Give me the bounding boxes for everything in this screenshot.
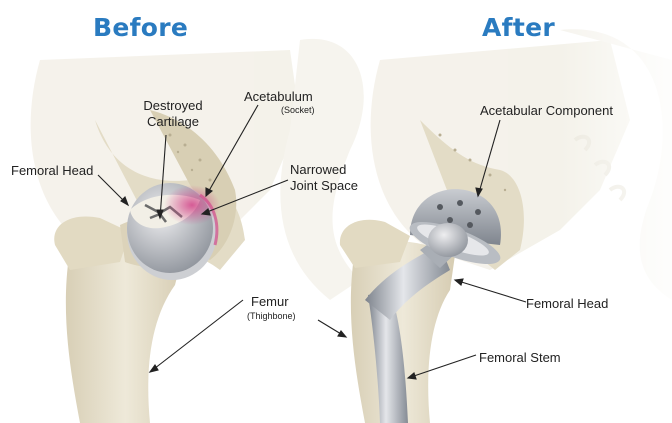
label-femoral-head-after: Femoral Head	[526, 296, 608, 312]
label-acetabular-component: Acetabular Component	[480, 103, 613, 119]
before-heading: Before	[93, 13, 188, 42]
label-femur: Femur	[251, 294, 289, 310]
after-heading: After	[482, 13, 555, 42]
label-destroyed-cartilage-line1: Destroyed	[140, 98, 206, 114]
label-femur-sub: (Thighbone)	[247, 311, 296, 321]
label-destroyed-cartilage-line2: Cartilage	[140, 114, 206, 130]
label-femoral-stem: Femoral Stem	[479, 350, 561, 366]
label-narrowed-line2: Joint Space	[290, 178, 358, 194]
label-acetabulum: Acetabulum	[244, 89, 313, 105]
label-femoral-head-before: Femoral Head	[11, 163, 93, 179]
label-narrowed-line1: Narrowed	[290, 162, 358, 178]
label-destroyed-cartilage: Destroyed Cartilage	[140, 98, 206, 130]
label-narrowed-joint-space: Narrowed Joint Space	[290, 162, 358, 194]
label-acetabulum-sub: (Socket)	[281, 105, 315, 115]
